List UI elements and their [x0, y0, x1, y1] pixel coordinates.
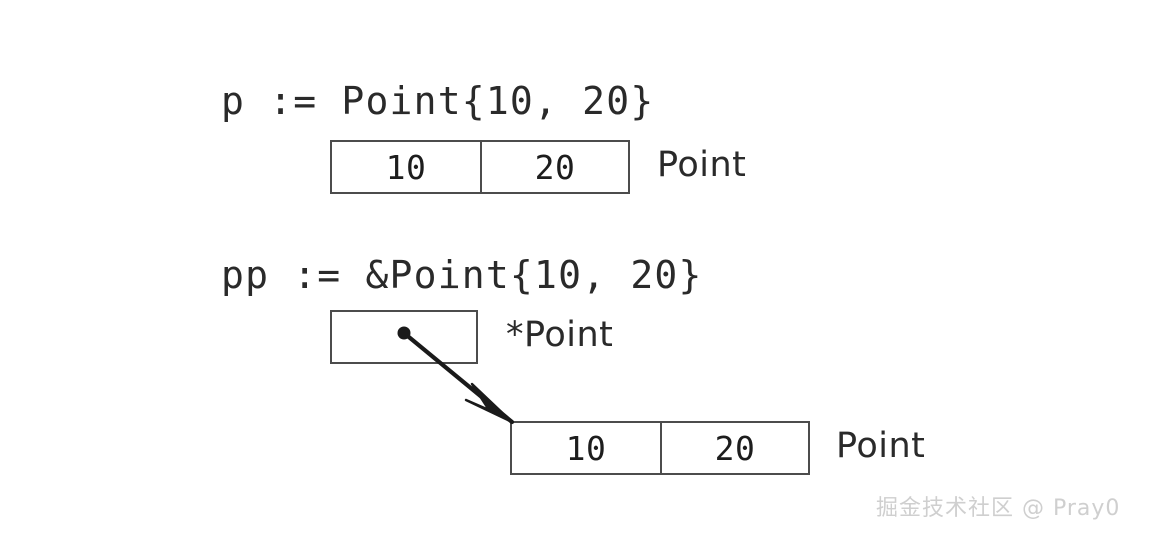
- type-label-point-value: Point: [657, 145, 747, 185]
- type-label-point-pointer: *Point: [506, 315, 614, 355]
- struct-field-y-target: 20: [714, 428, 756, 468]
- code-line-pointer-declaration: pp := &Point{10, 20}: [221, 253, 703, 297]
- struct-box-pointer-cell: [330, 310, 478, 364]
- watermark-text: 掘金技术社区 @ Pray0: [876, 496, 1121, 521]
- struct-field-x-value: 10: [332, 142, 482, 192]
- struct-box-point-value: 10 20: [330, 140, 630, 194]
- pointer-arrow-head: [464, 382, 514, 424]
- struct-box-point-target: 10 20: [510, 421, 810, 475]
- struct-field-x-target: 10: [512, 423, 662, 473]
- type-label-point-target: Point: [836, 426, 926, 466]
- code-line-value-declaration: p := Point{10, 20}: [221, 79, 655, 123]
- struct-field-y-value: 20: [534, 147, 576, 187]
